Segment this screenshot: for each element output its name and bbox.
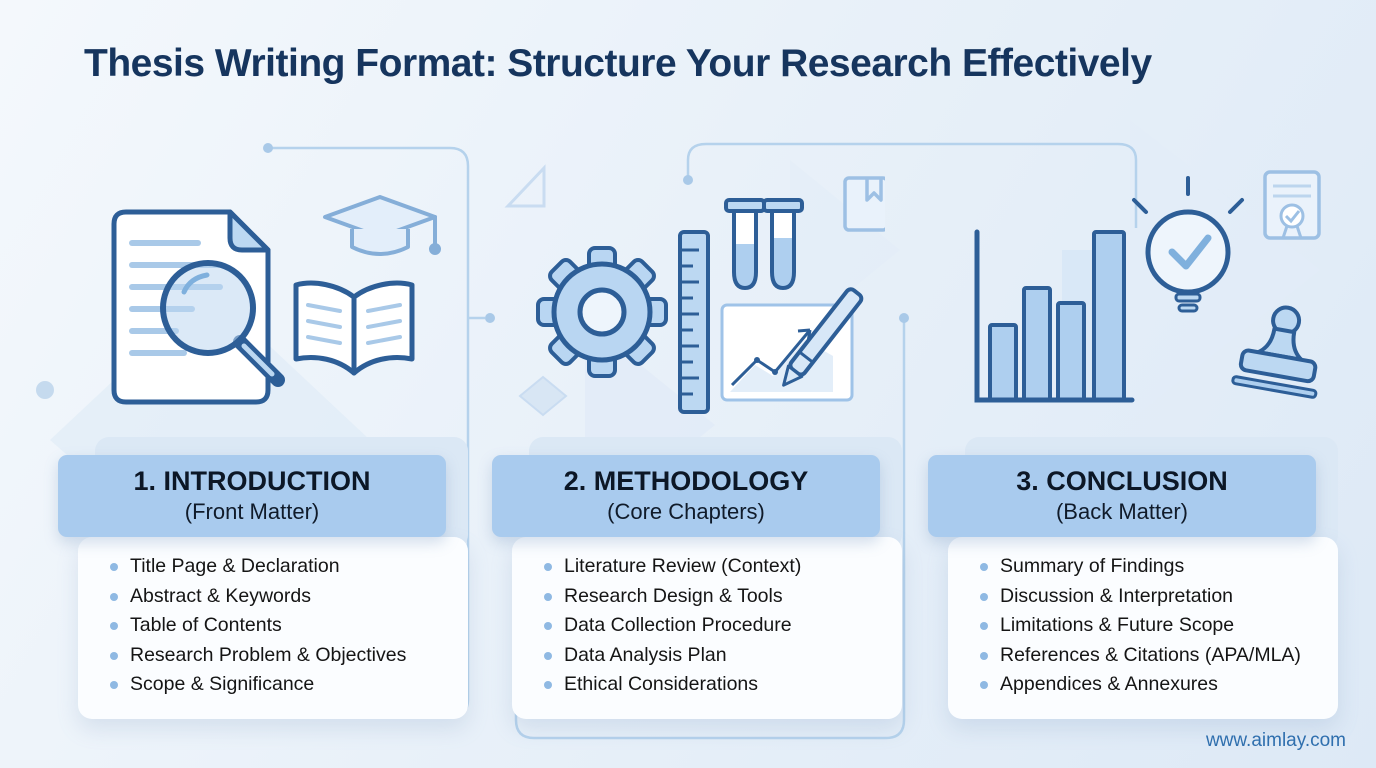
list-item: Abstract & Keywords bbox=[110, 582, 458, 612]
section-heading: 2. METHODOLOGY bbox=[563, 466, 809, 496]
bullet-dot-icon bbox=[980, 563, 988, 571]
methodology-list: Literature Review (Context) Research Des… bbox=[512, 552, 902, 700]
bullet-dot-icon bbox=[980, 622, 988, 630]
list-item-label: Limitations & Future Scope bbox=[1000, 614, 1235, 636]
introduction-header: 1. INTRODUCTION (Front Matter) bbox=[58, 455, 446, 537]
section-subtitle: (Front Matter) bbox=[184, 499, 320, 524]
bullet-dot-icon bbox=[544, 592, 552, 601]
list-item-label: Discussion & Interpretation bbox=[1000, 584, 1234, 607]
section-card-introduction: Title Page & Declaration Abstract & Keyw… bbox=[58, 437, 470, 737]
introduction-list-card: Title Page & Declaration Abstract & Keyw… bbox=[78, 537, 468, 719]
list-item: Data Collection Procedure bbox=[544, 611, 892, 641]
bullet-dot-icon bbox=[544, 622, 552, 630]
section-heading: 3. CONCLUSION bbox=[1016, 466, 1228, 496]
bullet-dot-icon bbox=[110, 622, 118, 630]
ruler-icon bbox=[678, 230, 710, 414]
list-item-label: Research Design & Tools bbox=[564, 584, 783, 607]
list-item-label: Data Collection Procedure bbox=[564, 614, 792, 636]
list-item: Data Analysis Plan bbox=[544, 641, 892, 671]
list-item: Table of Contents bbox=[110, 611, 458, 641]
section-heading: 1. INTRODUCTION bbox=[133, 466, 371, 496]
methodology-list-card: Literature Review (Context) Research Des… bbox=[512, 537, 902, 719]
list-item: Research Problem & Objectives bbox=[110, 641, 458, 671]
list-item-label: Appendices & Annexures bbox=[1000, 673, 1218, 695]
bookmark-book-icon bbox=[843, 176, 885, 232]
introduction-illustration bbox=[111, 195, 441, 405]
introduction-list: Title Page & Declaration Abstract & Keyw… bbox=[78, 552, 468, 700]
list-item-label: Table of Contents bbox=[130, 614, 282, 636]
triangle-outline-shape bbox=[504, 164, 546, 208]
page-title: Thesis Writing Format: Structure Your Re… bbox=[84, 42, 1152, 85]
list-item: Title Page & Declaration bbox=[110, 552, 458, 582]
list-item: Literature Review (Context) bbox=[544, 552, 892, 582]
open-book-icon bbox=[293, 280, 415, 376]
document-search-icon bbox=[111, 209, 285, 405]
gear-icon bbox=[536, 246, 668, 378]
section-subtitle: (Back Matter) bbox=[1055, 499, 1189, 524]
list-item-label: Summary of Findings bbox=[1000, 555, 1185, 577]
section-card-methodology: Literature Review (Context) Research Des… bbox=[492, 437, 904, 737]
list-item-label: References & Citations (APA/MLA) bbox=[1000, 643, 1301, 666]
list-item: Research Design & Tools bbox=[544, 582, 892, 612]
bar-chart-icon bbox=[974, 229, 1135, 403]
conclusion-illustration bbox=[974, 170, 1321, 403]
methodology-illustration bbox=[536, 176, 885, 414]
list-item: Ethical Considerations bbox=[544, 670, 892, 700]
list-item-label: Research Problem & Objectives bbox=[130, 643, 407, 666]
list-item-label: Literature Review (Context) bbox=[564, 555, 802, 577]
diamond-shape bbox=[518, 375, 568, 417]
bullet-dot-icon bbox=[980, 651, 988, 660]
lightbulb-check-icon bbox=[1132, 176, 1244, 313]
chart-pen-icon bbox=[720, 287, 864, 402]
list-item: Summary of Findings bbox=[980, 552, 1328, 582]
test-tubes-icon bbox=[724, 198, 804, 291]
bullet-dot-icon bbox=[980, 592, 988, 601]
bullet-dot-icon bbox=[544, 681, 552, 689]
conclusion-list: Summary of Findings Discussion & Interpr… bbox=[948, 552, 1338, 700]
graduation-cap-icon bbox=[323, 195, 441, 256]
conclusion-header: 3. CONCLUSION (Back Matter) bbox=[928, 455, 1316, 537]
list-item: Limitations & Future Scope bbox=[980, 611, 1328, 641]
list-item-label: Title Page & Declaration bbox=[130, 555, 340, 577]
website-url: www.aimlay.com bbox=[1205, 730, 1346, 751]
methodology-header: 2. METHODOLOGY (Core Chapters) bbox=[492, 455, 880, 537]
certificate-icon bbox=[1263, 170, 1321, 240]
list-item: Appendices & Annexures bbox=[980, 670, 1328, 700]
bullet-dot-icon bbox=[110, 592, 118, 601]
list-item: Discussion & Interpretation bbox=[980, 582, 1328, 612]
connector-dots bbox=[263, 143, 909, 323]
conclusion-list-card: Summary of Findings Discussion & Interpr… bbox=[948, 537, 1338, 719]
bullet-dot-icon bbox=[110, 563, 118, 571]
list-item-label: Ethical Considerations bbox=[564, 673, 759, 695]
list-item-label: Abstract & Keywords bbox=[130, 584, 311, 607]
bullet-dot-icon bbox=[110, 651, 118, 660]
section-subtitle: (Core Chapters) bbox=[607, 499, 765, 524]
list-item-label: Data Analysis Plan bbox=[564, 643, 727, 666]
bullet-dot-icon bbox=[980, 681, 988, 689]
dot-shape bbox=[36, 381, 54, 399]
stamp-icon bbox=[1231, 305, 1318, 399]
list-item: References & Citations (APA/MLA) bbox=[980, 641, 1328, 671]
bullet-dot-icon bbox=[544, 563, 552, 571]
bullet-dot-icon bbox=[544, 651, 552, 660]
list-item-label: Scope & Significance bbox=[130, 673, 315, 695]
bullet-dot-icon bbox=[110, 681, 118, 689]
list-item: Scope & Significance bbox=[110, 670, 458, 700]
section-card-conclusion: Summary of Findings Discussion & Interpr… bbox=[928, 437, 1340, 737]
